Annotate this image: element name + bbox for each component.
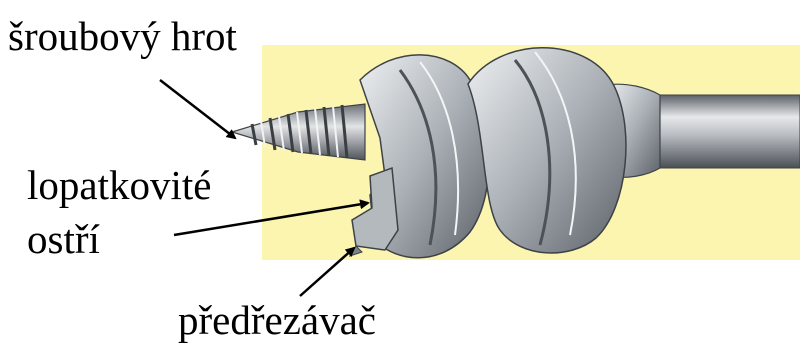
arrow-screw-point: [160, 80, 235, 138]
screw-point: [232, 104, 365, 160]
label-screw-point: šroubový hrot: [8, 16, 237, 57]
label-blade-line2: ostří: [27, 219, 100, 260]
label-spur: předřezávač: [178, 300, 376, 341]
drill-shaft: [640, 95, 800, 168]
label-blade-line1: lopatkovité: [27, 165, 211, 206]
